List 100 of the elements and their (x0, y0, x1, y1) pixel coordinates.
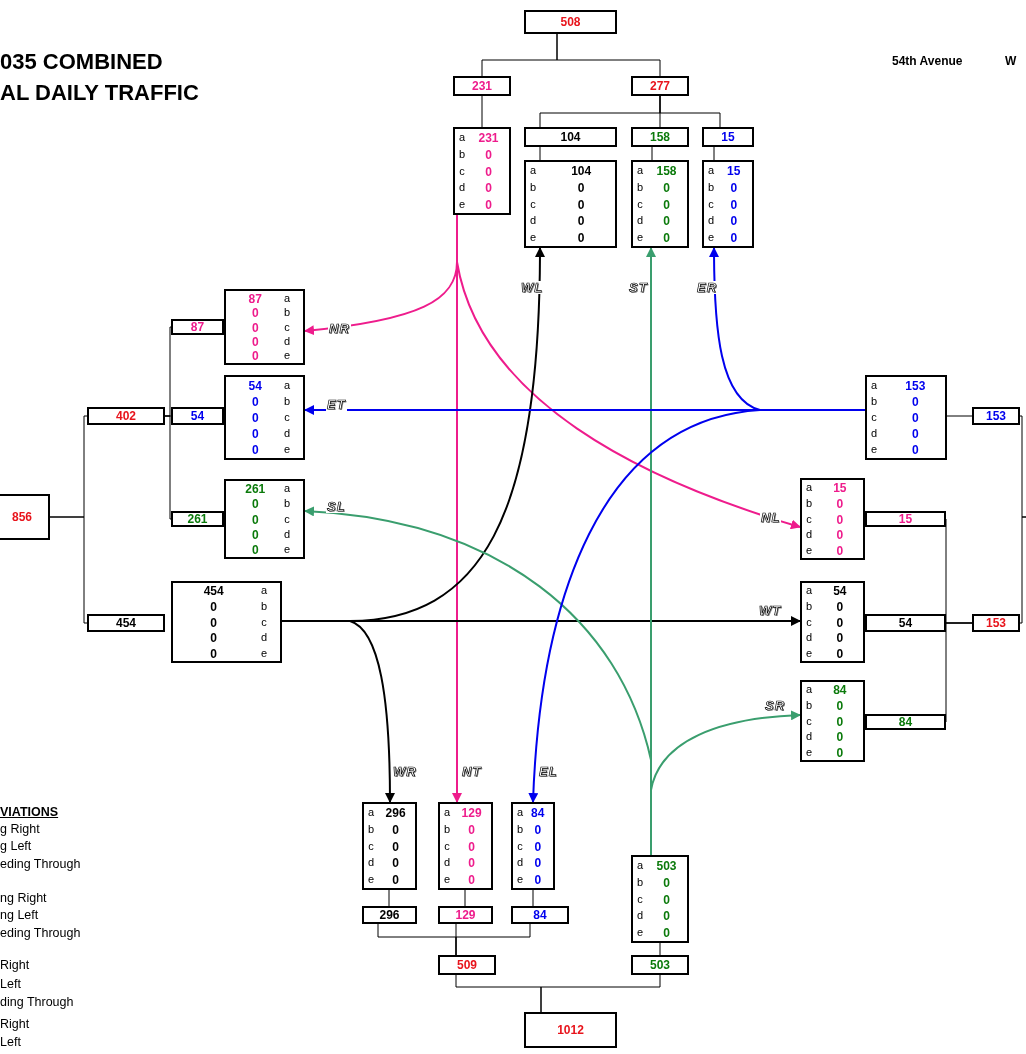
edge-label: ST (628, 281, 649, 294)
total-box: 509 (438, 955, 496, 975)
connector-line (946, 415, 973, 417)
row-letter: b (366, 823, 376, 835)
connector-line (556, 33, 661, 77)
count-value: 129 (460, 806, 483, 819)
edge-label: SL (326, 500, 347, 513)
count-value: 0 (835, 544, 845, 557)
row-letter: b (635, 876, 645, 888)
row-letter: c (870, 412, 878, 423)
count-value: 0 (835, 616, 845, 629)
count-value: 84 (530, 806, 546, 819)
count-value: 0 (250, 335, 260, 348)
count-value: 0 (391, 874, 400, 887)
count-value: 503 (655, 859, 678, 872)
count-value: 0 (662, 181, 671, 194)
count-value: 153 (904, 379, 927, 392)
legend-entry: eding Through (0, 857, 81, 871)
legend-entry: ng Right (0, 891, 47, 905)
count-value: 0 (250, 498, 260, 511)
count-value: 0 (911, 412, 920, 424)
row-letter: c (805, 715, 813, 727)
row-letter: e (366, 874, 376, 886)
count-table (800, 581, 865, 663)
row-letter: d (804, 529, 814, 541)
count-value: 0 (250, 543, 260, 556)
row-letter: a (259, 585, 269, 597)
count-value: 0 (484, 182, 493, 195)
count-value: 0 (835, 600, 845, 613)
row-letter: a (528, 164, 538, 176)
count-value: 15 (726, 164, 742, 177)
count-value: 0 (576, 198, 586, 211)
count-value: 0 (533, 874, 543, 887)
edge-label: WR (392, 765, 418, 778)
row-letter: c (529, 198, 537, 210)
connector-line (455, 923, 531, 956)
count-table (800, 680, 865, 762)
row-letter: c (458, 165, 466, 177)
row-letter: a (706, 164, 716, 176)
turn-arrow (281, 620, 395, 803)
row-letter: d (635, 910, 645, 922)
count-value: 0 (467, 857, 476, 870)
legend-entry: Right (0, 1017, 30, 1031)
connector-line (388, 889, 390, 907)
row-letter: a (457, 131, 467, 143)
row-letter: a (635, 164, 645, 176)
count-value: 0 (835, 699, 845, 712)
row-letter: c (805, 513, 813, 525)
row-letter: d (804, 632, 814, 644)
count-value: 0 (576, 181, 586, 194)
count-value: 0 (662, 927, 671, 940)
row-letter: c (805, 616, 813, 628)
row-letter: d (457, 182, 467, 194)
count-value: 0 (662, 198, 671, 211)
count-value: 0 (467, 823, 476, 836)
count-value: 0 (576, 215, 586, 228)
count-value: 0 (729, 232, 739, 245)
legend-entry: g Left (0, 839, 32, 853)
row-letter: c (260, 616, 268, 628)
row-letter: b (442, 823, 452, 835)
count-table (224, 375, 305, 460)
count-value: 87 (247, 292, 263, 305)
count-table (800, 478, 865, 560)
count-value: 0 (209, 600, 218, 613)
count-value: 0 (911, 444, 920, 457)
row-letter: e (869, 444, 879, 456)
count-value: 0 (209, 647, 218, 660)
count-table (865, 375, 947, 460)
connector-line (651, 146, 653, 161)
row-letter: d (282, 528, 292, 540)
count-value: 84 (832, 684, 848, 697)
total-box: 84 (865, 714, 946, 730)
row-letter: c (636, 893, 644, 905)
count-value: 0 (467, 840, 476, 853)
row-letter: e (706, 232, 716, 244)
row-letter: a (282, 292, 292, 304)
row-letter: a (442, 806, 452, 818)
row-letter: b (804, 699, 814, 711)
row-letter: c (283, 321, 291, 333)
row-letter: c (283, 412, 291, 423)
count-table (702, 160, 754, 248)
count-value: 0 (835, 731, 845, 744)
total-box: 15 (702, 127, 754, 147)
row-letter: e (457, 199, 467, 211)
row-letter: e (515, 874, 525, 886)
row-letter: c (707, 198, 715, 210)
count-value: 0 (250, 444, 260, 457)
total-box: 856 (0, 494, 50, 540)
count-value: 0 (250, 307, 260, 320)
count-table (511, 802, 555, 890)
row-letter: b (282, 395, 292, 407)
total-box: 153 (972, 614, 1020, 632)
count-table (362, 802, 417, 890)
count-value: 15 (832, 482, 848, 495)
row-letter: e (804, 544, 814, 556)
legend-entry: g Right (0, 822, 40, 836)
connector-line (532, 889, 534, 907)
count-value: 0 (662, 876, 671, 889)
row-letter: c (367, 840, 375, 852)
edge-label: WL (520, 281, 545, 294)
